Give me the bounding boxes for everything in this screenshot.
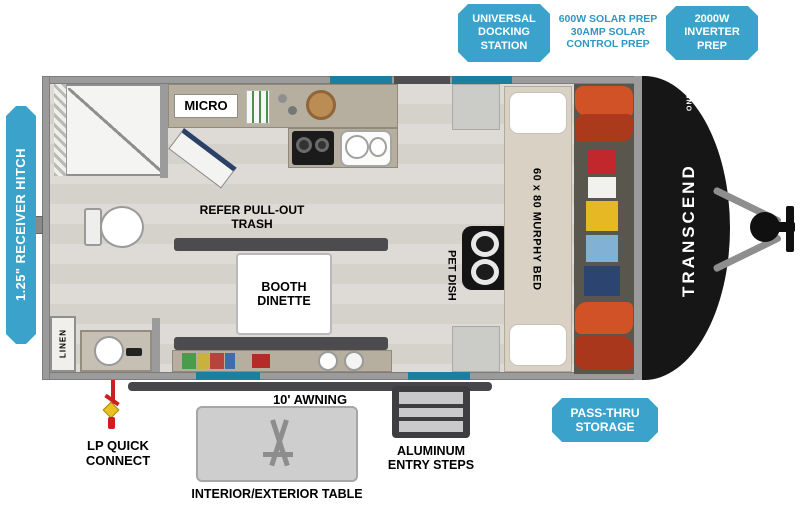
decor-plate-1 [318,351,338,371]
cushion-orange-top-2 [575,114,633,142]
decor-game-box-2 [197,353,209,369]
decor-book [252,354,270,368]
microwave-label: MICRO [174,94,238,118]
brand-model-text: ONE [686,92,694,112]
lp-quick-connect-label: LP QUICK CONNECT [85,438,151,468]
cushion-navy [584,266,620,296]
cushion-orange-bottom-1 [575,302,633,334]
table-leg-crossbar [263,452,293,457]
counter-item-1 [278,94,287,103]
cushion-blue [586,235,618,262]
window-top-2 [452,76,512,84]
bed-pillow-bottom [509,324,567,366]
callout-inverter-prep: 2000W INVERTER PREP [666,6,758,60]
decor-game-box-1 [182,353,196,369]
refer-pullout-trash-label: REFER PULL-OUT TRASH [199,203,305,231]
sink-basin-2 [369,137,387,157]
cushion-red [588,150,616,174]
cushion-orange-bottom-2 [575,336,633,370]
booth-dinette-label: BOOTH DINETTE [257,279,311,308]
round-tray [306,90,336,120]
vanity-faucet [126,348,142,356]
pet-bowl-1 [471,231,499,257]
shower-door-line [68,88,162,172]
interior-exterior-table-label: INTERIOR/EXTERIOR TABLE [191,486,363,501]
front-wall [634,76,642,380]
callout-solar-prep: 600W SOLAR PREP 30AMP SOLAR CONTROL PREP [554,4,662,60]
step-tread-1 [399,404,463,408]
wall-left [42,76,50,380]
wall-hatch-top [394,76,450,84]
pet-bowl-2 [471,259,499,285]
decor-game-box-3 [210,353,224,369]
entry-door-window [408,372,470,380]
tongue-jack-post [786,206,794,252]
toilet-bowl [100,206,144,248]
shower-hatch-strip [54,84,67,176]
dinette-bench-top [174,238,388,251]
sink-basin-1 [345,135,369,159]
cushion-yellow [586,201,618,231]
cutting-board [246,90,270,124]
entry-steps-treads [399,392,463,432]
linen-cabinet: LINEN [50,316,76,372]
brand-text: TRANSCEND [679,163,698,297]
cooktop-burner-1 [296,137,312,153]
murphy-bed-label: 60 x 80 MURPHY BED [530,167,543,291]
dinette-table [236,253,332,335]
callout-pass-thru-storage: PASS-THRU STORAGE [552,398,658,442]
wall-bottom [42,372,646,380]
cushion-white [588,177,616,198]
dinette-bench-bottom [174,337,388,350]
window-bottom-1 [196,372,260,380]
tongue-jack-wheel [750,212,780,242]
cushion-orange-top-1 [575,86,633,116]
decor-game-box-4 [225,353,235,369]
vanity-sink [94,336,124,366]
bathroom-wall-upper [160,84,168,178]
bathroom-wall-lower [152,318,160,372]
callout-universal-docking-station: UNIVERSAL DOCKING STATION [458,4,550,62]
bed-pillow-top [509,92,567,134]
cooktop-burner-2 [315,138,329,152]
step-tread-2 [399,417,463,421]
decor-plate-2 [344,351,364,371]
window-top-1 [330,76,392,84]
counter-item-2 [288,106,297,115]
entry-steps-label: ALUMINUM ENTRY STEPS [387,443,475,472]
awning-label: 10' AWNING [272,391,348,407]
pet-dish-label: PET DISH [445,249,458,301]
lp-nozzle [108,417,115,429]
awning-bar [128,382,492,391]
storage-nook-top [452,84,500,130]
lp-hose [111,380,115,404]
callout-receiver-hitch: 1.25" RECEIVER HITCH [6,106,36,344]
storage-nook-bottom [452,326,500,372]
